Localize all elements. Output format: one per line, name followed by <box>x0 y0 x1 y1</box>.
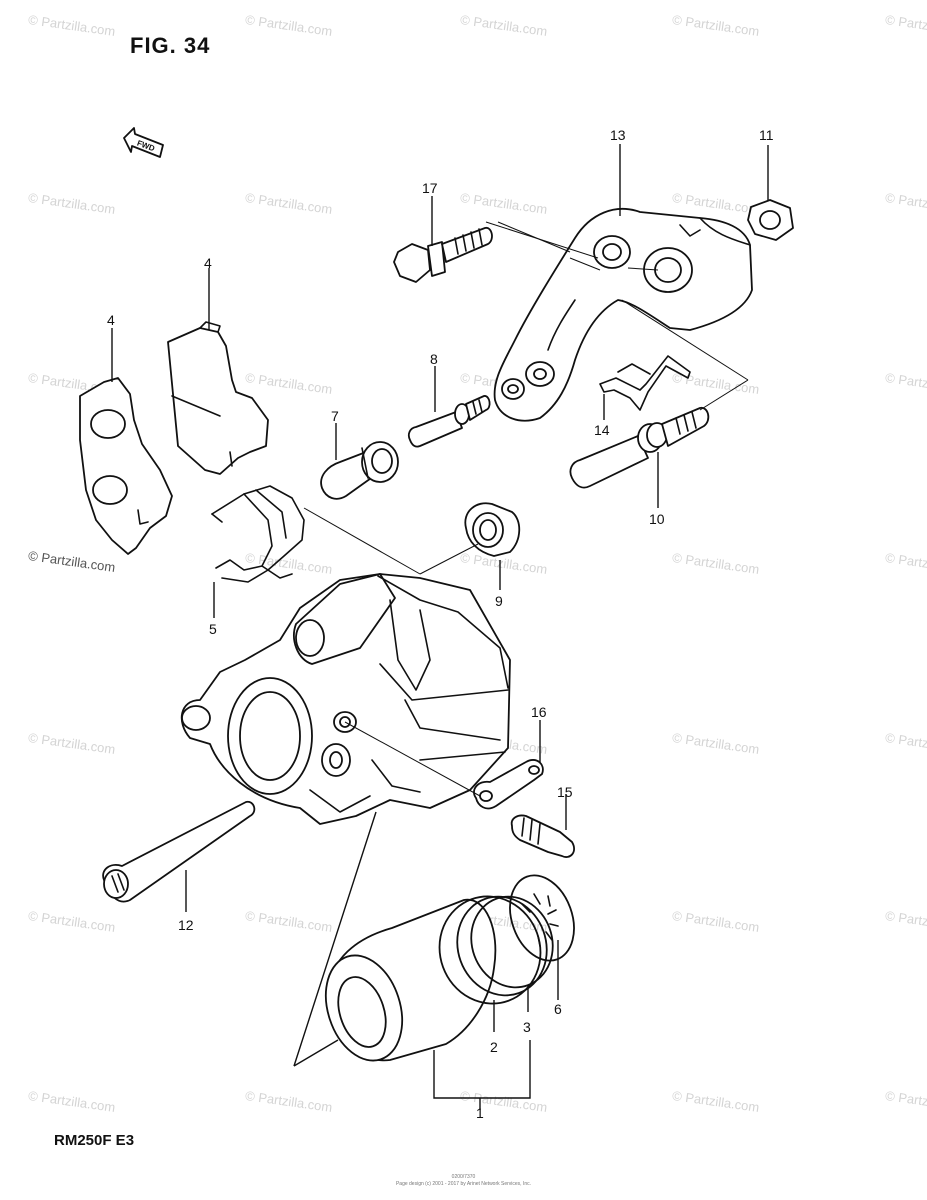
piston <box>325 899 497 1062</box>
callout-8: 8 <box>430 351 438 367</box>
callout-10: 10 <box>649 511 665 527</box>
footer-credit: Page design (c) 2001 - 2017 by Arinet Ne… <box>395 1181 532 1187</box>
callout-11: 11 <box>759 127 774 143</box>
bleeder-screw <box>510 814 575 858</box>
pad-spring <box>211 485 305 583</box>
callout-16: 16 <box>531 704 547 720</box>
figure-title: FIG. 34 <box>130 33 211 58</box>
callout-2: 2 <box>490 1039 498 1055</box>
leader-lines <box>111 144 769 1110</box>
callout-7: 7 <box>331 408 339 424</box>
callout-labels: 1 2 3 4 4 5 6 7 8 9 10 11 12 13 14 15 16… <box>107 127 774 1121</box>
callout-5: 5 <box>209 621 217 637</box>
bleeder-cap <box>473 759 544 810</box>
snap-ring <box>509 874 575 962</box>
forward-arrow-icon: FWD <box>123 127 164 158</box>
callout-9: 9 <box>495 593 503 609</box>
callout-17: 17 <box>422 180 438 196</box>
callout-13: 13 <box>610 127 626 143</box>
slide-pin-10 <box>569 407 710 489</box>
pin-boot-7 <box>320 441 399 500</box>
model-code: RM250F E3 <box>54 1132 135 1149</box>
callout-14: 14 <box>594 422 610 438</box>
callout-15: 15 <box>557 784 573 800</box>
caliper-bracket <box>493 208 753 422</box>
callout-3: 3 <box>523 1019 531 1035</box>
callout-12: 12 <box>178 917 194 933</box>
brake-pad-front <box>167 321 269 475</box>
callout-1: 1 <box>476 1105 484 1121</box>
slide-pin-8 <box>407 395 491 448</box>
pin-boot-9 <box>464 502 521 557</box>
pad-retainer-clip <box>599 355 691 411</box>
brake-pad-shim <box>79 377 173 555</box>
caliper-body <box>180 573 511 825</box>
callout-4b: 4 <box>107 312 115 328</box>
bolt-17 <box>393 227 493 283</box>
callout-6: 6 <box>554 1001 562 1017</box>
callout-4a: 4 <box>204 255 212 271</box>
footer-id: 0200/7370 <box>451 1174 476 1180</box>
retaining-pin <box>102 800 256 903</box>
nut <box>747 199 794 241</box>
piston-seals <box>438 895 554 1005</box>
